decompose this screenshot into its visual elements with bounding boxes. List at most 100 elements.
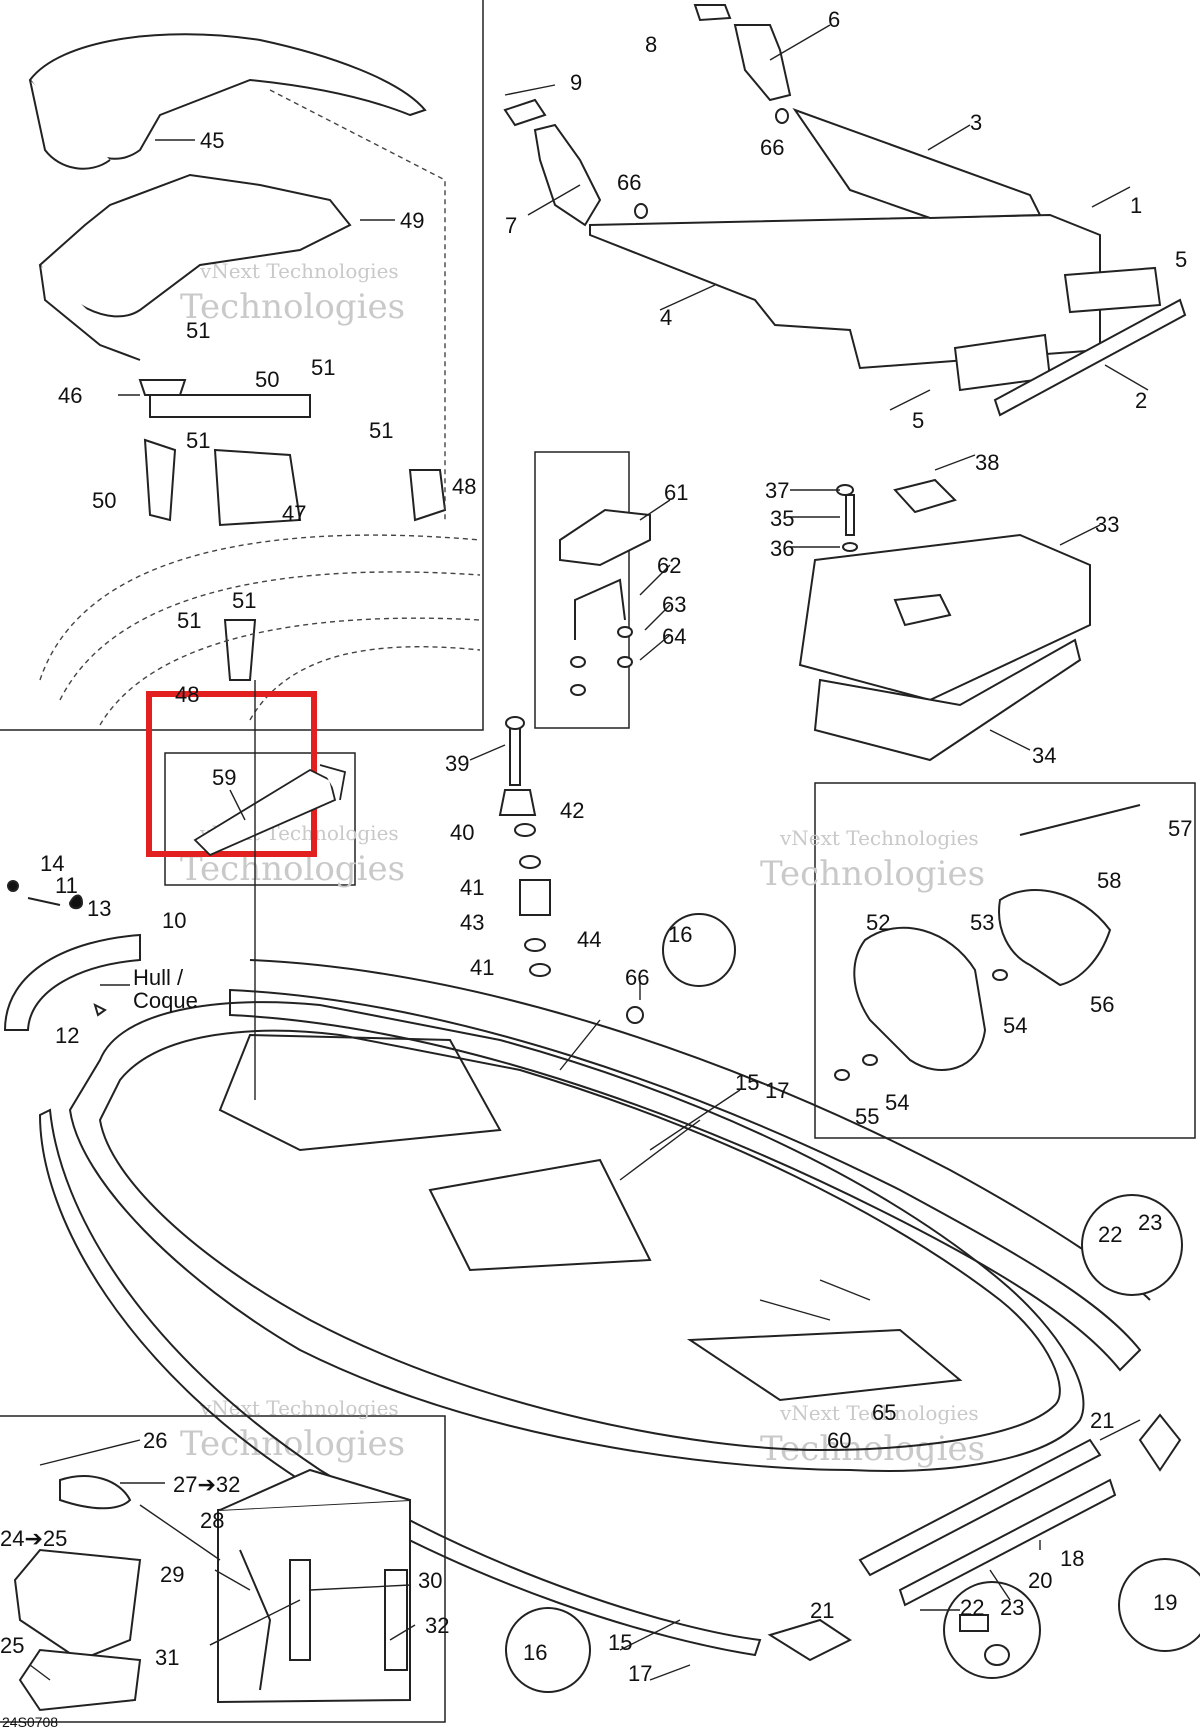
callout-label: 56	[1090, 992, 1114, 1017]
callout-label: 32	[425, 1613, 449, 1638]
callout-label: 66	[617, 170, 641, 195]
callout-label: 23	[1000, 1595, 1024, 1620]
detail-circle-22-23	[1081, 1194, 1183, 1296]
callout-label: 65	[872, 1400, 896, 1425]
callout-labels: 1 2 3 4 5 5 6 7 8 9 66 66 45 49 46 50 50…	[0, 7, 1192, 1730]
callout-label: 25	[0, 1633, 24, 1658]
callout-label: 54	[1003, 1013, 1027, 1038]
callout-label: 52	[866, 910, 890, 935]
detail-circle-16-top	[662, 913, 736, 987]
callout-label: 58	[1097, 868, 1121, 893]
watermark-text: vNext Technologies	[779, 826, 979, 850]
callout-label: 37	[765, 478, 789, 503]
callout-label: 48	[175, 682, 199, 707]
callout-label: 62	[657, 553, 681, 578]
detail-circles	[505, 913, 1200, 1693]
callout-label: 7	[505, 213, 517, 238]
callout-label: 61	[664, 480, 688, 505]
callout-label: 10	[162, 908, 186, 933]
callout-label: 64	[662, 624, 686, 649]
callout-label: 11	[55, 873, 78, 898]
hull-label: Coque	[133, 988, 198, 1013]
callout-label: 50	[255, 367, 279, 392]
callout-label: 45	[200, 128, 224, 153]
callout-label: 23	[1138, 1210, 1162, 1235]
callout-label: 51	[186, 318, 210, 343]
detail-circle-19	[1118, 1558, 1200, 1652]
callout-label: 17	[628, 1661, 652, 1686]
callout-label: 24➔25	[0, 1526, 67, 1551]
callout-label: 51	[311, 355, 335, 380]
hull-label: Hull /	[133, 965, 184, 990]
callout-label: 46	[58, 383, 82, 408]
item-59-drawing	[193, 764, 347, 857]
callout-label: 63	[662, 592, 686, 617]
watermark-text: Technologies	[760, 854, 985, 894]
callout-label: 15	[735, 1070, 759, 1095]
callout-label: 14	[40, 851, 64, 876]
callout-label: 31	[155, 1645, 179, 1670]
callout-label: 66	[760, 135, 784, 160]
callout-label: 2	[1135, 388, 1147, 413]
storage-lid-drawing	[798, 478, 1091, 762]
callout-label: 35	[770, 506, 794, 531]
watermark-text: vNext Technologies	[779, 1401, 979, 1425]
callout-label: 1	[1130, 193, 1142, 218]
callout-label: 22	[960, 1595, 984, 1620]
callout-label: 33	[1095, 512, 1119, 537]
callout-label: 40	[450, 820, 474, 845]
callout-label: 30	[418, 1568, 442, 1593]
callout-label: 21	[1090, 1408, 1114, 1433]
callout-label: 28	[200, 1508, 224, 1533]
callout-label: 4	[660, 305, 672, 330]
seat-assembly-drawing	[28, 33, 447, 681]
callout-label: 57	[1168, 816, 1192, 841]
callout-label: 55	[855, 1104, 879, 1129]
detail-circle-22-23-bottom	[943, 1581, 1041, 1679]
drawing-reference: 24S0708	[2, 1714, 58, 1730]
callout-label: 27➔32	[173, 1472, 240, 1497]
callout-label: 5	[912, 408, 924, 433]
hull-edge-drawing	[3, 880, 141, 1031]
callout-label: 60	[827, 1428, 851, 1453]
callout-label: 34	[1032, 743, 1056, 768]
callout-label: 42	[560, 798, 584, 823]
callout-label: 19	[1153, 1590, 1177, 1615]
callout-label: 51	[186, 428, 210, 453]
mat-panels-drawing	[503, 4, 1187, 417]
callout-label-59: 59	[212, 765, 236, 790]
callout-label: 8	[645, 32, 657, 57]
callout-label: 51	[369, 418, 393, 443]
pull-start-drawing	[834, 804, 1141, 1081]
callout-label: 54	[885, 1090, 909, 1115]
mount-stack-drawing	[498, 716, 551, 977]
callout-label: 26	[143, 1428, 167, 1453]
detail-circle-16-bottom	[505, 1607, 591, 1693]
watermark-text: Technologies	[180, 1424, 405, 1464]
watermark-text: Technologies	[180, 287, 405, 327]
callout-label: 20	[1028, 1568, 1052, 1593]
callout-label: 15	[608, 1630, 632, 1655]
watermark-text: vNext Technologies	[199, 259, 399, 283]
callout-label: 9	[570, 70, 582, 95]
callout-label: 49	[400, 208, 424, 233]
callout-label: 36	[770, 536, 794, 561]
callout-label: 17	[765, 1078, 789, 1103]
callout-label: 29	[160, 1562, 184, 1587]
callout-label: 51	[177, 608, 201, 633]
callout-label: 16	[523, 1640, 547, 1665]
callout-label: 12	[55, 1023, 79, 1048]
callout-label: 22	[1098, 1222, 1122, 1247]
bottom-rails-drawing	[767, 1413, 1182, 1666]
callout-label: 38	[975, 450, 999, 475]
callout-label: 66	[625, 965, 649, 990]
callout-label: 41	[460, 875, 484, 900]
callout-label: 41	[470, 955, 494, 980]
callout-label: 47	[282, 501, 306, 526]
tool-kit-drawing	[13, 1468, 411, 1712]
callout-label: 6	[828, 7, 840, 32]
callout-label: 18	[1060, 1546, 1084, 1571]
callout-label: 50	[92, 488, 116, 513]
leader-lines	[29, 24, 1149, 1681]
